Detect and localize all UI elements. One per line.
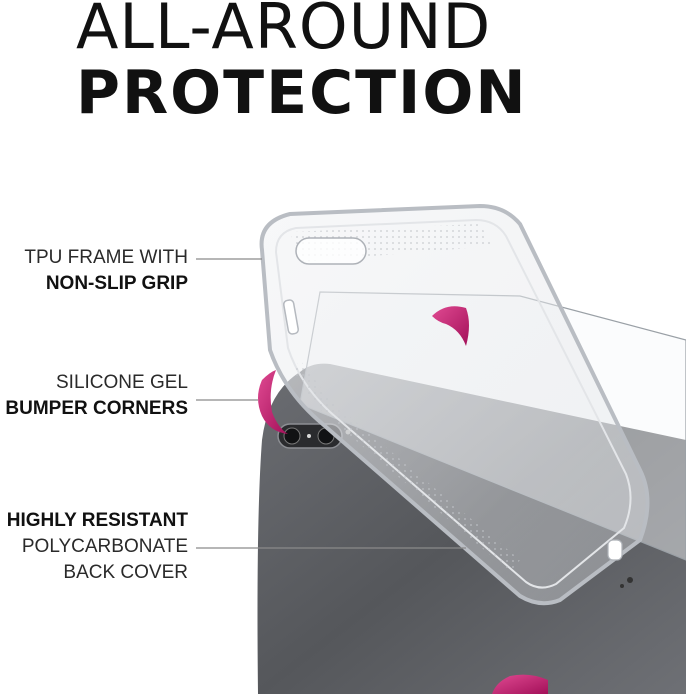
callout-tpu-line-1: TPU FRAME WITH — [24, 247, 188, 268]
callout-pc-line-1: HIGHLY RESISTANT — [6, 510, 188, 531]
pink-bumper-corner-icon — [258, 370, 288, 434]
callout-tpu-frame: TPU FRAME WITH NON-SLIP GRIP — [0, 245, 188, 297]
headline-line-1: ALL-AROUND — [76, 0, 492, 63]
pink-bumper-corner-icon — [492, 674, 548, 694]
callout-gel-line-1: SILICONE GEL — [56, 372, 188, 393]
callout-pc-line-3: BACK COVER — [63, 562, 188, 583]
callout-polycarbonate: HIGHLY RESISTANT POLYCARBONATE BACK COVE… — [0, 508, 188, 586]
callout-tpu-line-2: NON-SLIP GRIP — [45, 273, 188, 294]
headline: ALL-AROUND PROTECTION — [0, 0, 686, 130]
callout-pc-line-2: POLYCARBONATE — [21, 536, 188, 557]
callout-silicone-gel: SILICONE GEL BUMPER CORNERS — [0, 370, 188, 422]
pink-bumper-corner-icon — [432, 306, 469, 346]
callout-gel-line-2: BUMPER CORNERS — [5, 398, 188, 419]
clear-case-illustration — [259, 203, 650, 606]
headline-line-2: PROTECTION — [76, 58, 528, 128]
